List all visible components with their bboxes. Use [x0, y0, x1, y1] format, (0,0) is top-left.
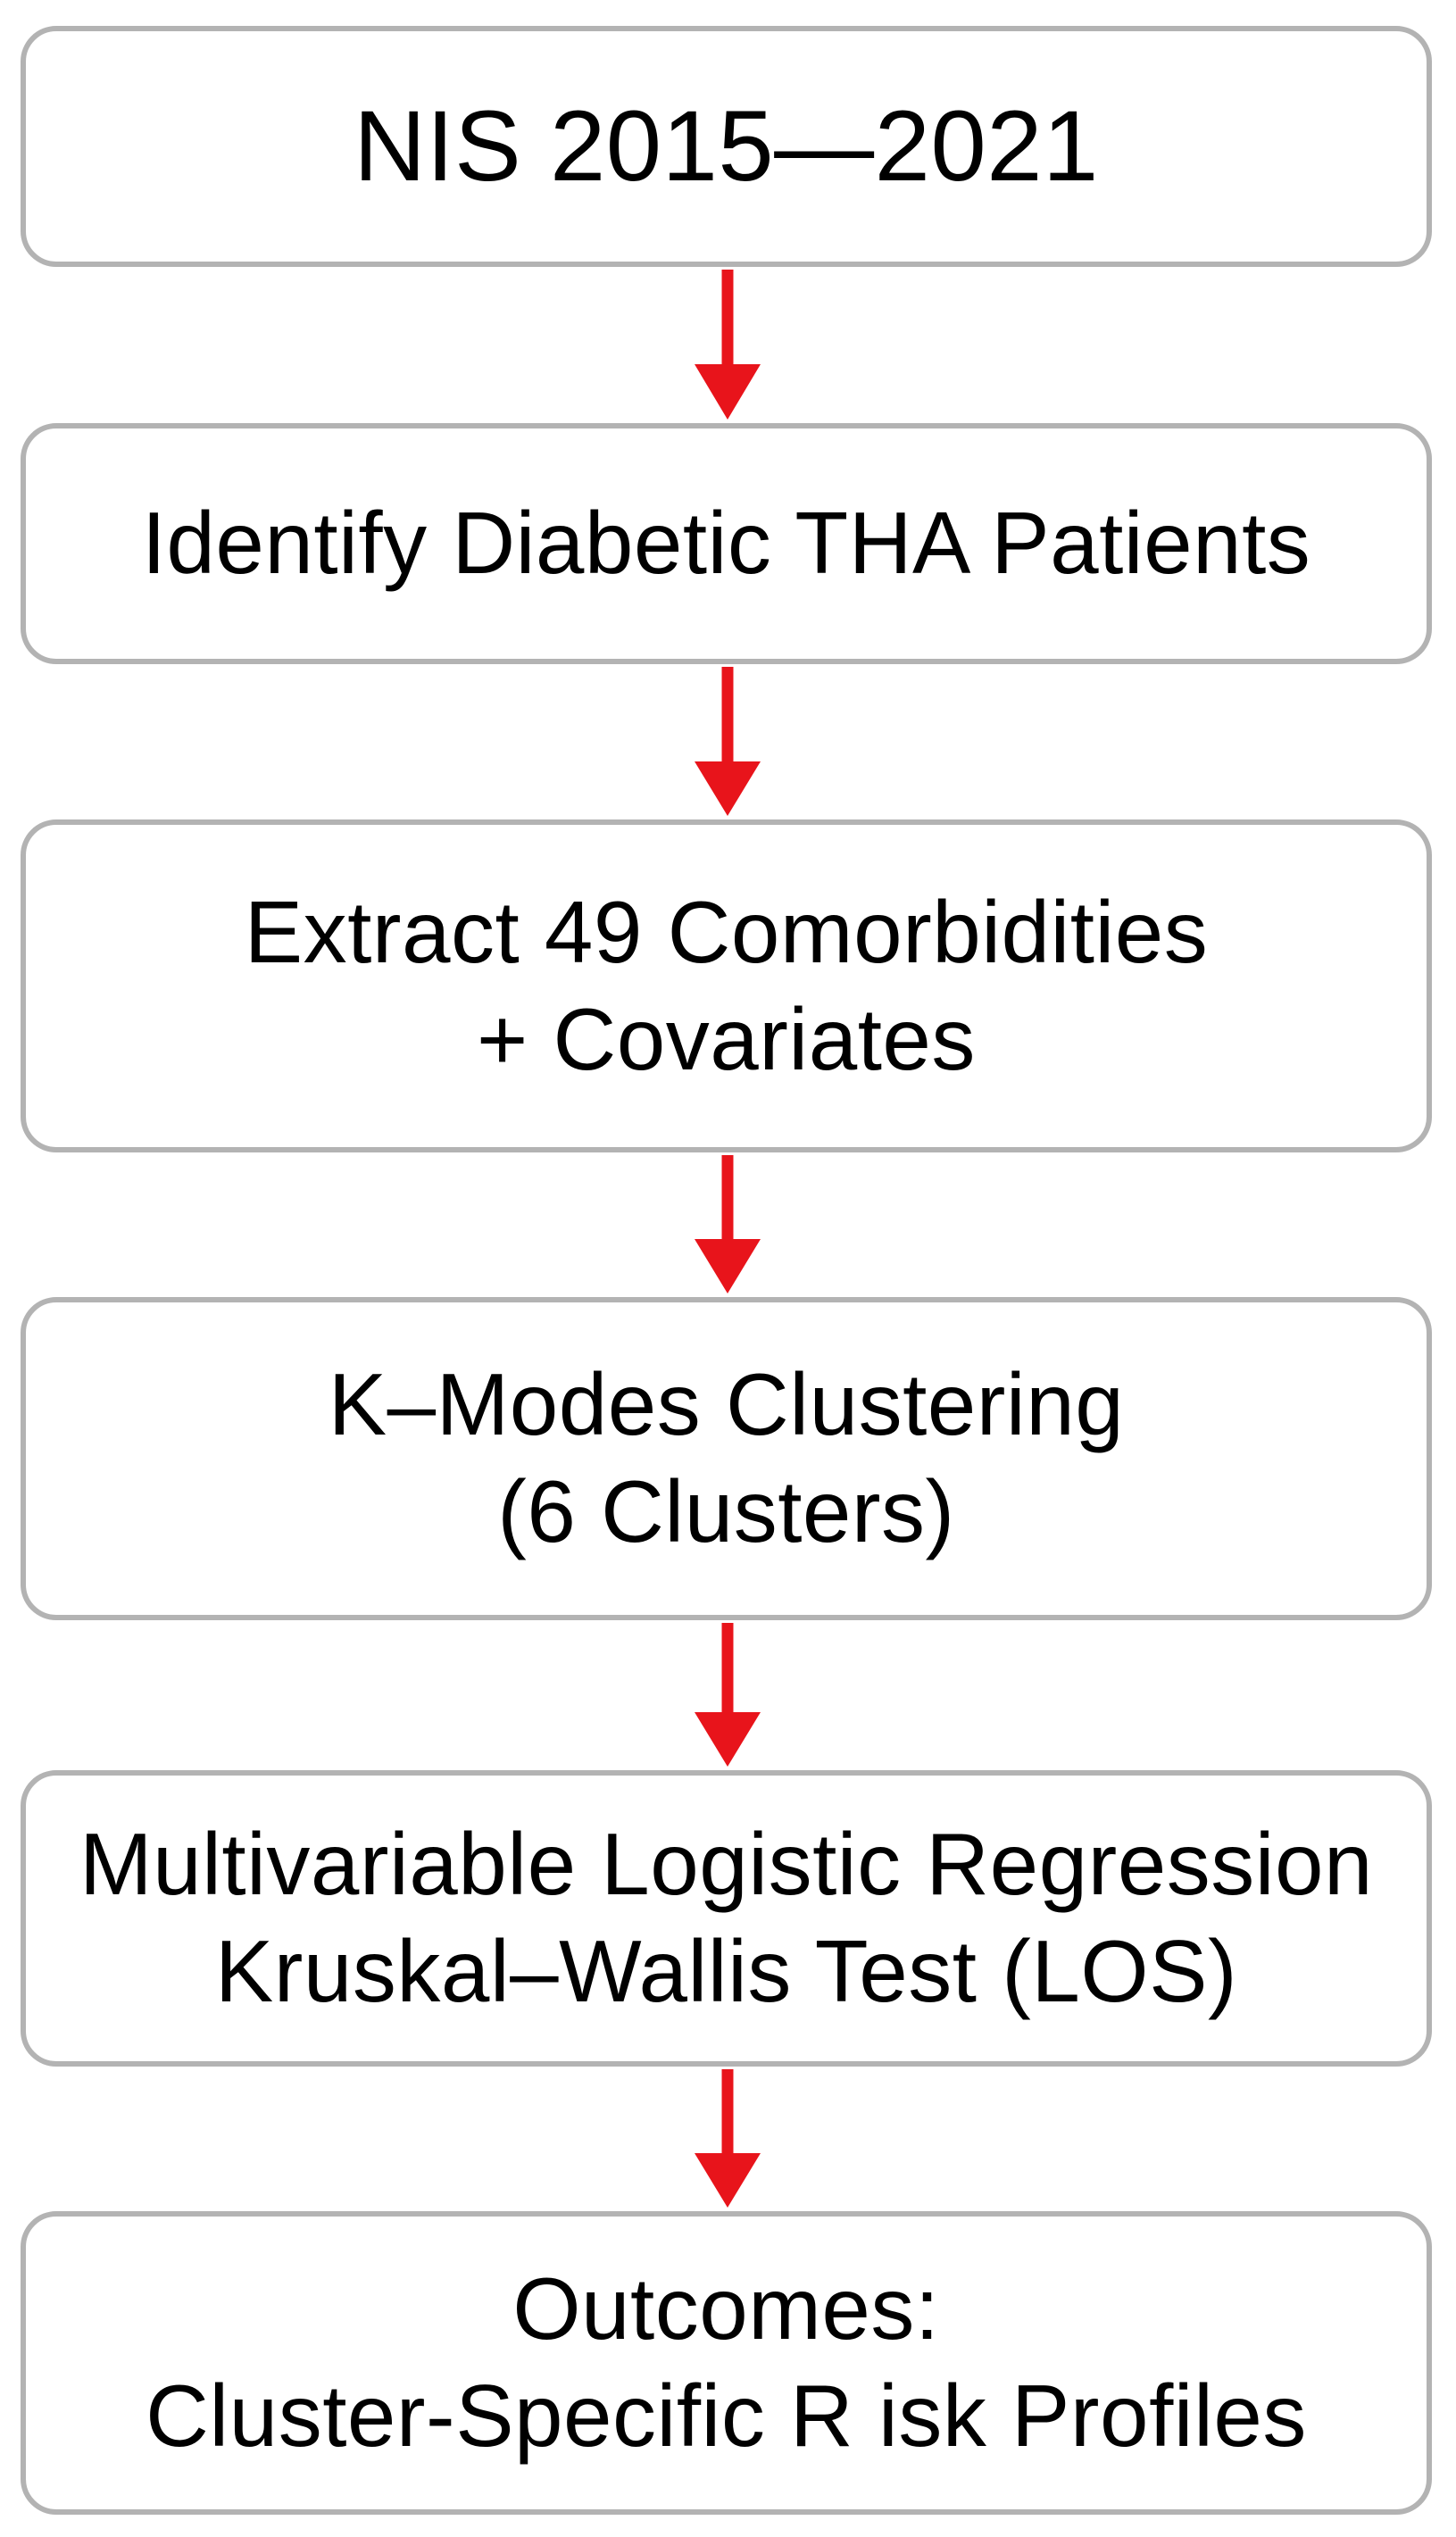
step-box-clustering: K–Modes Clustering (6 Clusters) [21, 1297, 1432, 1620]
arrow-down-icon [695, 1155, 761, 1293]
arrow-down-icon [695, 270, 761, 420]
step-text: (6 Clusters) [497, 1462, 955, 1560]
step-text: Extract 49 Comorbidities [244, 882, 1209, 981]
step-text: NIS 2015—2021 [354, 89, 1099, 202]
step-box-extract-comorbidities: Extract 49 Comorbidities + Covariates [21, 819, 1432, 1152]
step-text: Multivariable Logistic Regression [79, 1815, 1374, 1914]
step-text: Kruskal–Wallis Test (LOS) [214, 1922, 1238, 2020]
step-text: + Covariates [477, 989, 976, 1088]
step-text: Identify Diabetic THA Patients [141, 494, 1311, 593]
step-text: K–Modes Clustering [328, 1355, 1125, 1454]
arrow-down-icon [695, 2069, 761, 2208]
step-text: Outcomes: [512, 2259, 940, 2358]
step-box-outcomes: Outcomes: Cluster-Specific R isk Profile… [21, 2211, 1432, 2515]
step-box-data-source: NIS 2015—2021 [21, 26, 1432, 267]
step-box-identify-patients: Identify Diabetic THA Patients [21, 423, 1432, 664]
arrow-down-icon [695, 667, 761, 816]
step-text: Cluster-Specific R isk Profiles [146, 2366, 1307, 2465]
step-box-statistical-analysis: Multivariable Logistic Regression Kruska… [21, 1770, 1432, 2067]
arrow-down-icon [695, 1623, 761, 1767]
